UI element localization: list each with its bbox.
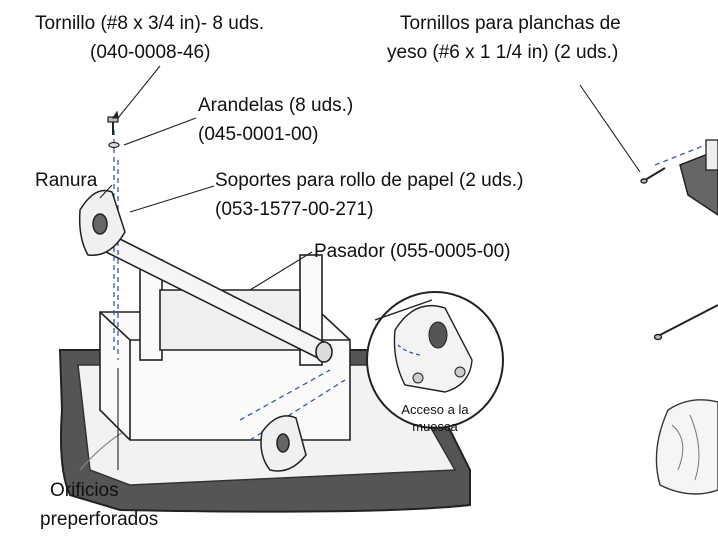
holes-label-line2: preperforados: [40, 509, 159, 530]
brackets-label-line1: Soportes para rollo de papel (2 uds.): [215, 170, 524, 191]
leader-lines: [99, 65, 641, 470]
drywall-screws-label-line1: Tornillos para planchas de: [400, 13, 621, 34]
lower-bracket: [260, 415, 307, 472]
left-bracket: [78, 189, 126, 257]
drywall-screw: [640, 167, 718, 341]
stand-frame: [99, 254, 351, 441]
washers-label-line2: (045-0001-00): [198, 124, 319, 145]
screw-label-line1: Tornillo (#8 x 3/4 in)- 8 uds.: [35, 13, 265, 34]
washers-label-line1: Arandelas (8 uds.): [198, 95, 354, 116]
pin-label: Pasador (055-0005-00): [314, 241, 511, 262]
paper-bag: [655, 399, 718, 495]
drywall-screws-label-line2: yeso (#6 x 1 1/4 in) (2 uds.): [387, 42, 619, 63]
notch-access-label-line1: Acceso a la: [401, 402, 469, 417]
holes-label-line1: Orificios: [50, 480, 119, 501]
notch-access-label-line2: muesca: [412, 419, 458, 434]
slot-label: Ranura: [35, 170, 98, 191]
screw-part: [107, 116, 120, 149]
brackets-label-line2: (053-1577-00-271): [215, 199, 374, 220]
screw-label-line2: (040-0008-46): [90, 42, 211, 63]
detail-circle: [366, 291, 504, 429]
